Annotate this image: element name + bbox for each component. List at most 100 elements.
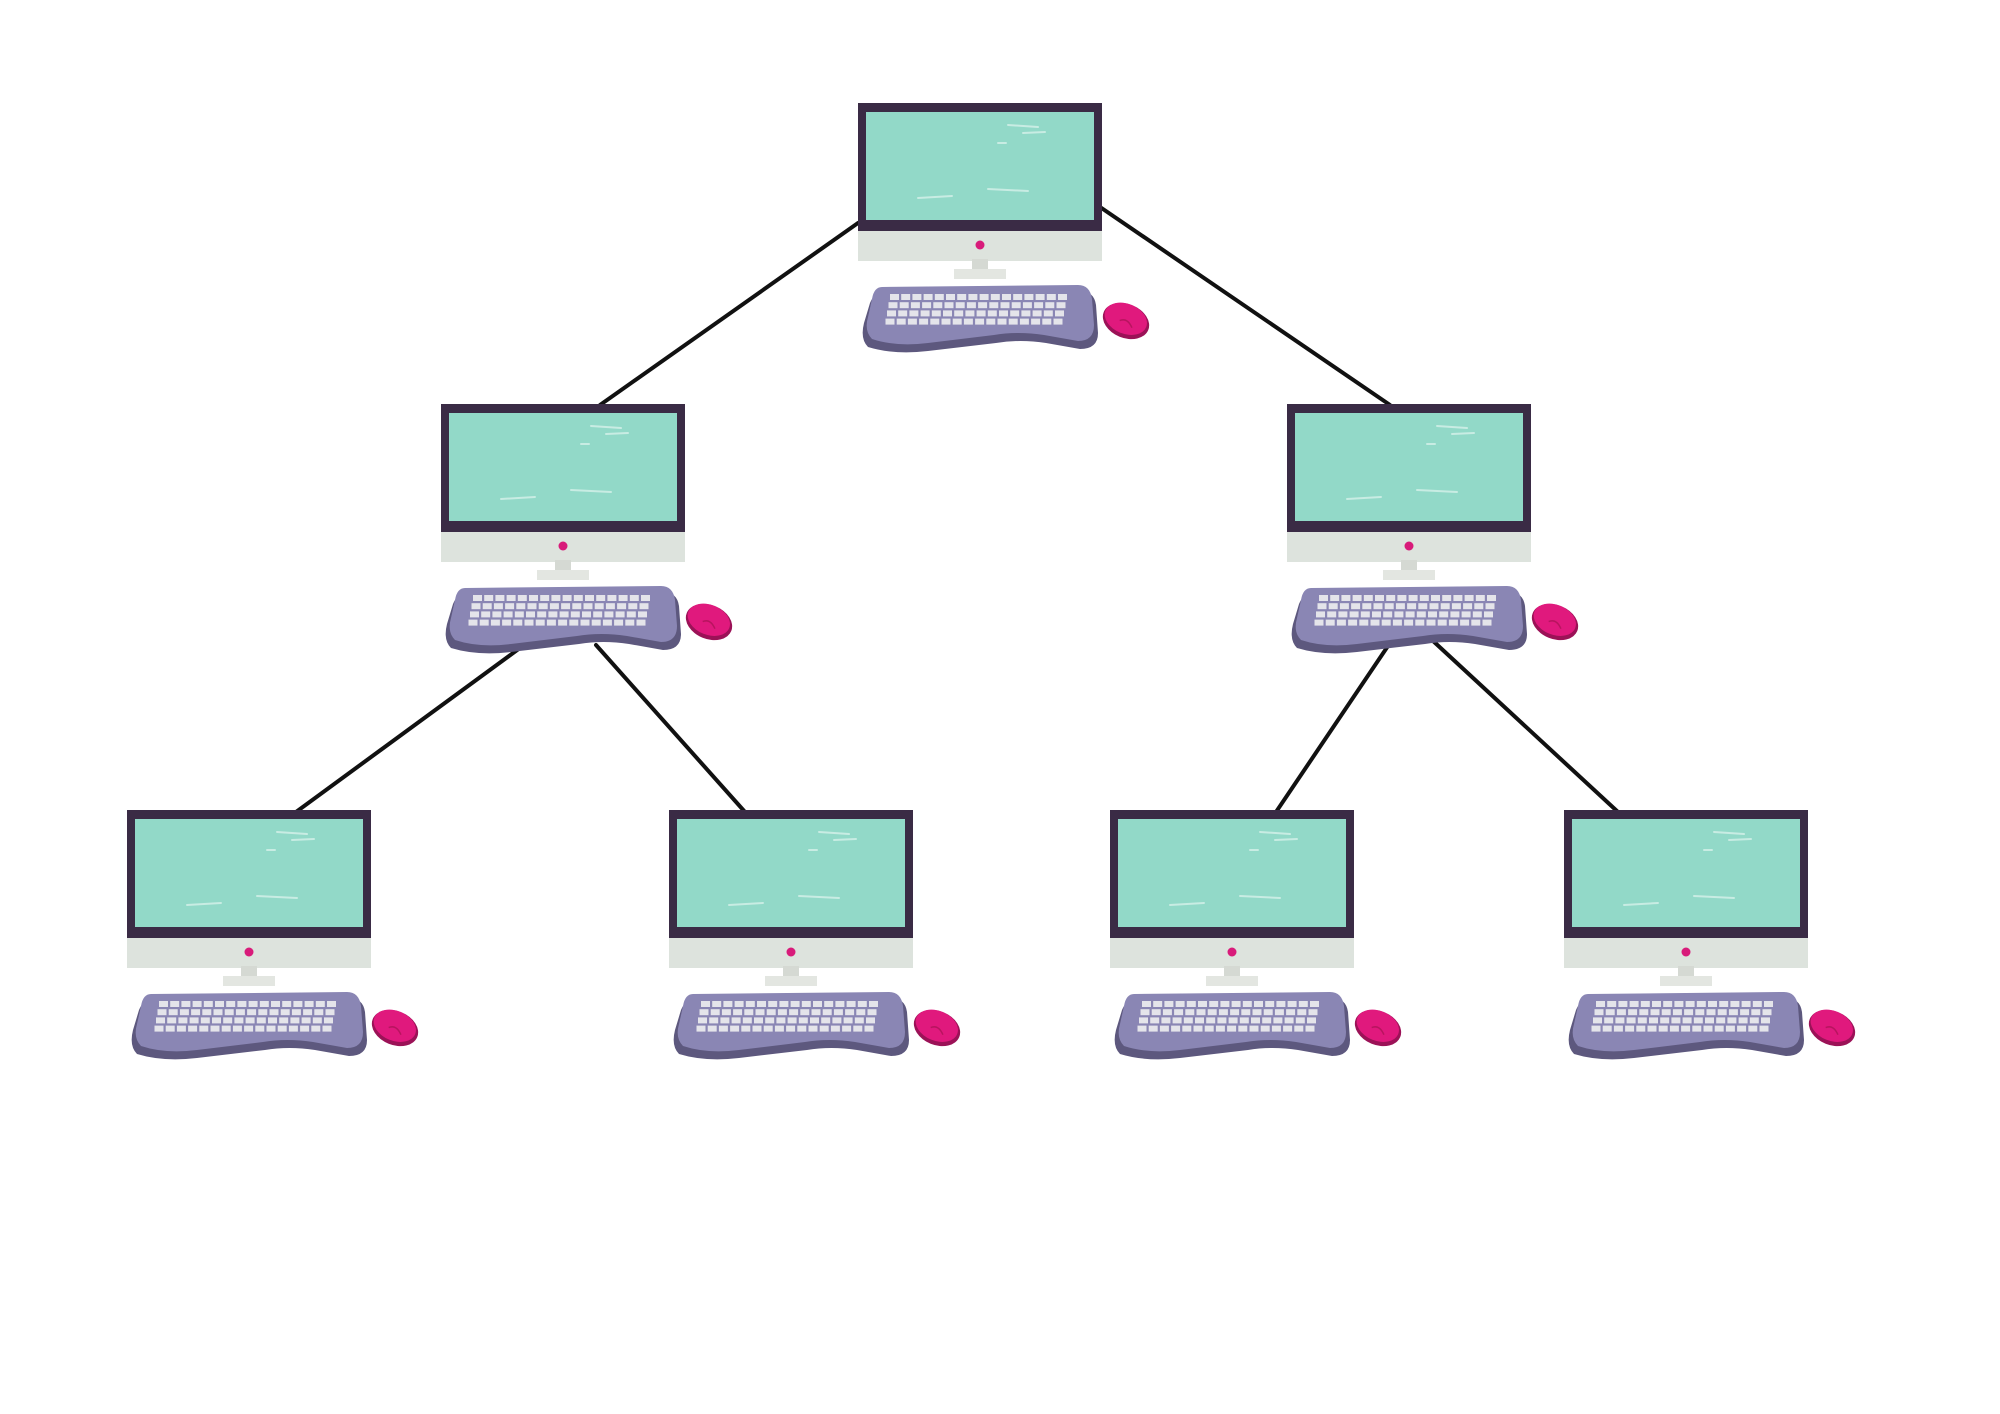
keyboard-key xyxy=(779,1001,789,1007)
keyboard-key xyxy=(1161,1017,1171,1024)
keyboard-key xyxy=(1022,302,1032,309)
keyboard-key xyxy=(1693,1017,1703,1024)
keyboard-key xyxy=(1249,1025,1259,1032)
keyboard-key xyxy=(1474,603,1484,610)
keyboard-key xyxy=(1692,1025,1702,1032)
keyboard-key xyxy=(978,302,988,309)
keyboard-key xyxy=(1327,611,1337,618)
keyboard-key xyxy=(777,1009,787,1016)
keyboard-key xyxy=(1308,1009,1318,1016)
mouse-detail xyxy=(702,620,716,630)
power-led-icon xyxy=(1681,947,1691,957)
keyboard-key xyxy=(1671,1017,1681,1024)
keyboard-key xyxy=(516,603,526,610)
keyboard-key xyxy=(527,603,537,610)
keyboard-key xyxy=(1298,1001,1308,1007)
keyboard-keys xyxy=(154,1001,336,1032)
keyboard-key xyxy=(570,611,580,618)
keyboard-key xyxy=(495,595,505,601)
keyboard-key xyxy=(268,1017,277,1024)
keyboard-key xyxy=(1705,1017,1714,1024)
keyboard-key xyxy=(1407,603,1417,610)
keyboard-key xyxy=(923,294,933,300)
keyboard-key xyxy=(614,619,624,626)
keyboard-key xyxy=(952,318,962,325)
monitor-screen xyxy=(1295,413,1523,521)
keyboard-key xyxy=(1284,1017,1294,1024)
keyboard-key xyxy=(1336,619,1346,626)
keyboard-key xyxy=(1228,1017,1238,1024)
keyboard-key xyxy=(752,1025,762,1032)
keyboard-key xyxy=(833,1009,843,1016)
keyboard-key xyxy=(696,1025,706,1032)
keyboard-key xyxy=(1751,1009,1761,1016)
keyboard-key xyxy=(221,1025,231,1032)
keyboard-key xyxy=(1752,1001,1762,1007)
monitor-stand-base xyxy=(1660,976,1712,986)
keyboard-key xyxy=(1618,1001,1628,1007)
keyboard-key xyxy=(1428,611,1437,618)
keyboard-key xyxy=(1607,1001,1617,1007)
keyboard-key xyxy=(1260,1025,1270,1032)
keyboard-key xyxy=(1431,595,1440,601)
keyboard-key xyxy=(558,619,568,626)
keyboard-key xyxy=(1139,1017,1148,1024)
keyboard-keys xyxy=(1137,1001,1319,1032)
computer-node-left xyxy=(441,404,733,654)
keyboard-key xyxy=(1162,1009,1172,1016)
screen-glare xyxy=(186,831,315,906)
keyboard-key xyxy=(636,619,646,626)
keyboard-key xyxy=(607,595,617,601)
keyboard-key xyxy=(490,619,500,626)
keyboard-keys xyxy=(1591,1001,1773,1032)
connection-line-root-to-left xyxy=(598,221,860,407)
keyboard-key xyxy=(710,1009,720,1016)
keyboard-key xyxy=(189,1017,199,1024)
keyboard-key xyxy=(1741,1001,1751,1007)
keyboard-key xyxy=(846,1001,856,1007)
keyboard-key xyxy=(968,294,978,300)
keyboard-key xyxy=(1453,595,1463,601)
computer-node-left-right xyxy=(669,810,961,1060)
keyboard-key xyxy=(885,318,895,325)
keyboard-key xyxy=(1674,1001,1684,1007)
keyboard-key xyxy=(1464,595,1474,601)
keyboard-key xyxy=(324,1017,333,1024)
keyboard-icon xyxy=(445,586,681,654)
keyboard-key xyxy=(1008,318,1018,325)
monitor-screen xyxy=(677,819,905,927)
keyboard-key xyxy=(1206,1017,1216,1024)
keyboard-key xyxy=(1429,603,1439,610)
monitor-neck xyxy=(1401,560,1417,572)
keyboard-key xyxy=(1056,302,1066,309)
keyboard-key xyxy=(822,1009,832,1016)
keyboard-key xyxy=(975,318,985,325)
keyboard-key xyxy=(720,1017,730,1024)
keyboard-key xyxy=(856,1009,866,1016)
keyboard-key xyxy=(1339,603,1349,610)
keyboard-key xyxy=(1415,619,1425,626)
keyboard-key xyxy=(615,611,625,618)
keyboard-key xyxy=(617,603,627,610)
keyboard-key xyxy=(1602,1025,1612,1032)
keyboard-key xyxy=(832,1017,842,1024)
keyboard-key xyxy=(845,1009,855,1016)
keyboard-key xyxy=(482,603,492,610)
keyboard-key xyxy=(215,1001,224,1007)
keyboard-key xyxy=(957,294,967,300)
keyboard-key xyxy=(1002,294,1011,300)
keyboard-key xyxy=(604,611,614,618)
keyboard-key xyxy=(1043,310,1053,317)
mouse-icon xyxy=(1102,302,1150,340)
screen-glare xyxy=(1346,425,1475,500)
keyboard-key xyxy=(766,1009,776,1016)
keyboard-key xyxy=(569,619,579,626)
keyboard-key xyxy=(156,1017,165,1024)
keyboard-key xyxy=(167,1017,177,1024)
keyboard-key xyxy=(1175,1001,1185,1007)
keyboard-key xyxy=(1019,318,1029,325)
keyboard-key xyxy=(1728,1009,1738,1016)
keyboard-key xyxy=(1227,1025,1237,1032)
keyboard-key xyxy=(312,1017,322,1024)
